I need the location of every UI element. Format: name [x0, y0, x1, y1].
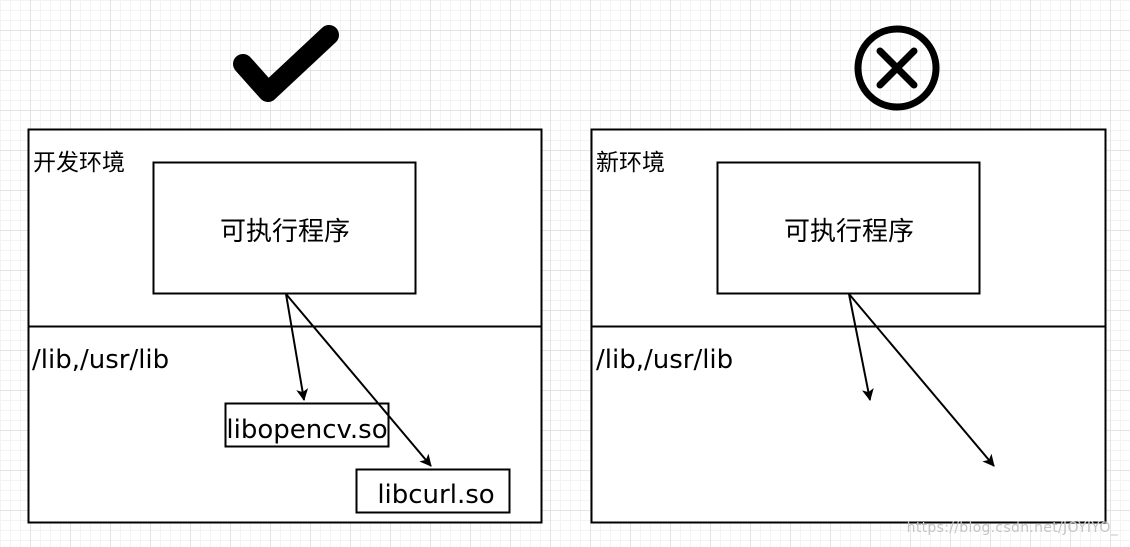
libopencv-box — [224, 402, 390, 448]
left-program-box — [152, 161, 417, 295]
right-program-box — [716, 161, 981, 295]
right-lib-path-label: /lib,/usr/lib — [596, 345, 733, 375]
arrow-to-libopencv — [285, 293, 309, 401]
right-panel: 新环境 可执行程序 /lib,/usr/lib — [590, 128, 1107, 524]
left-panel: 开发环境 可执行程序 /lib,/usr/lib libopencv.so li… — [27, 128, 543, 524]
check-icon — [233, 25, 339, 102]
arrow-missing-lib-2 — [848, 293, 995, 467]
libcurl-label: libcurl.so — [377, 480, 494, 510]
left-program-label: 可执行程序 — [220, 217, 350, 247]
libopencv-label: libopencv.so — [226, 415, 387, 445]
left-environment-label: 开发环境 — [33, 150, 125, 176]
libcurl-box — [355, 468, 511, 514]
arrow-to-libcurl — [285, 293, 432, 467]
left-lib-path-label: /lib,/usr/lib — [32, 345, 169, 375]
right-environment-label: 新环境 — [596, 150, 665, 176]
circled-x-icon — [854, 25, 940, 111]
watermark-text: https://blog.csdn.net/JOYIYO_ — [907, 520, 1119, 536]
arrow-missing-lib-1 — [848, 293, 874, 401]
right-program-label: 可执行程序 — [784, 217, 914, 247]
